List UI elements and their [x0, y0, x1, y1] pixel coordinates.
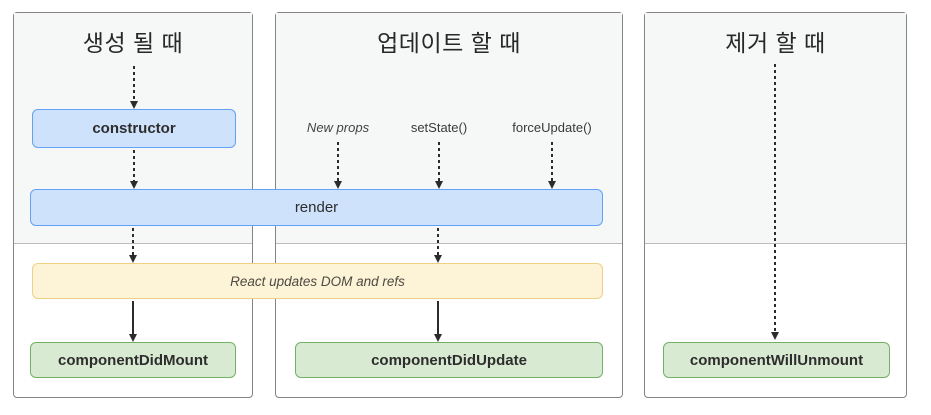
arrow-constructor-to-render [133, 150, 135, 181]
arrow-render-to-react-updates-mount [132, 228, 134, 255]
component-did-update-box: componentDidUpdate [295, 342, 603, 378]
render-box: render [30, 189, 603, 226]
panel-update-title: 업데이트 할 때 [377, 30, 521, 56]
component-did-mount-box: componentDidMount [30, 342, 236, 378]
component-will-unmount-box: componentWillUnmount [663, 342, 890, 378]
arrow-unmount-title-to-will-unmount [774, 64, 776, 332]
panel-mount-title: 생성 될 때 [82, 30, 184, 56]
react-updates-dom-box: React updates DOM and refs [32, 263, 603, 299]
constructor-box: constructor [32, 109, 236, 148]
trigger-label-set-state: setState() [410, 120, 468, 135]
arrow-mount-title-to-constructor [133, 66, 135, 101]
arrow-react-updates-to-did-update [437, 301, 439, 334]
trigger-label-force-update: forceUpdate() [512, 120, 592, 135]
trigger-label-new-props: New props [306, 120, 370, 135]
panel-unmount-title: 제거 할 때 [725, 30, 826, 56]
arrow-set-state-to-render [438, 142, 440, 181]
arrow-render-to-react-updates-update [437, 228, 439, 255]
arrow-react-updates-to-did-mount [132, 301, 134, 334]
arrow-force-update-to-render [551, 142, 553, 181]
arrow-new-props-to-render [337, 142, 339, 181]
